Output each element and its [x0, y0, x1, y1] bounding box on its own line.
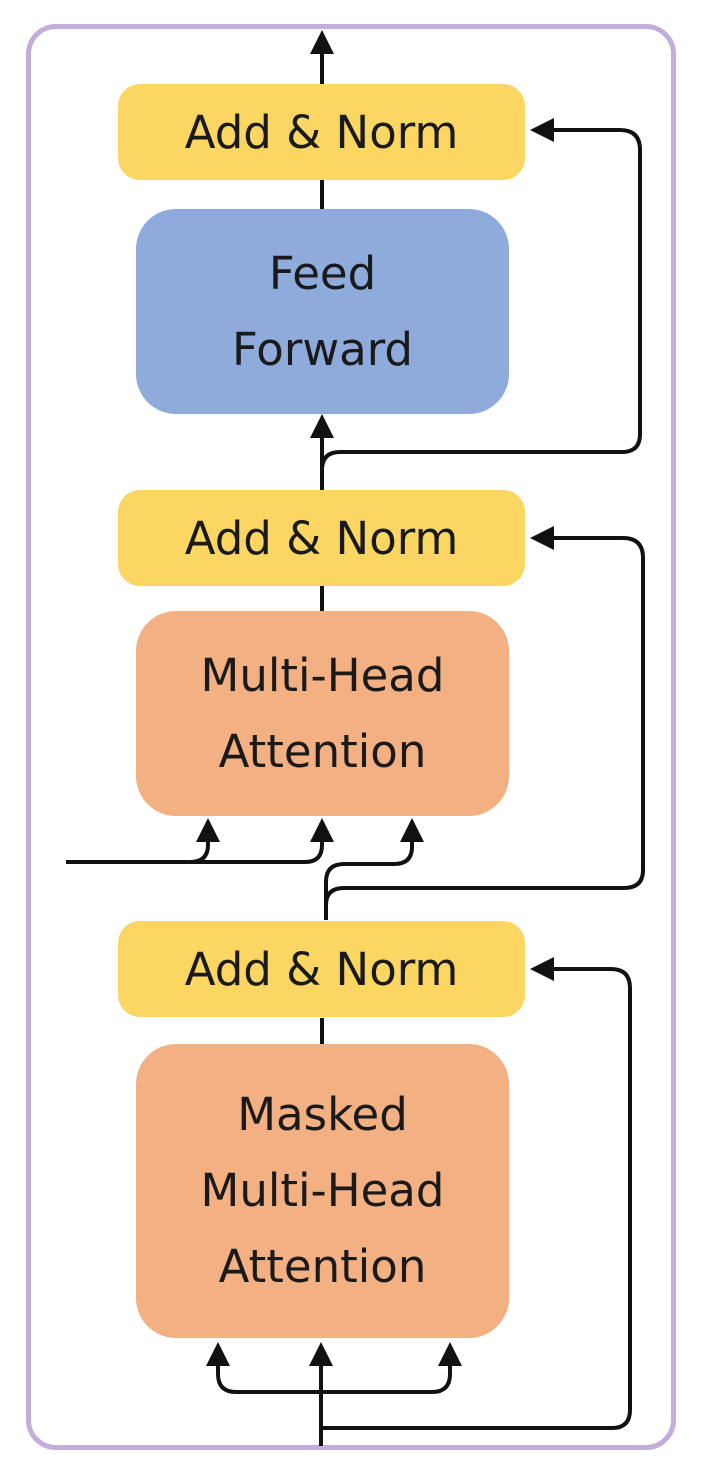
add-norm-middle-label: Add & Norm	[184, 511, 459, 565]
masked-attention-line1: Masked	[237, 1088, 408, 1141]
masked-right-arrow	[321, 1342, 462, 1394]
feed-forward-line1: Feed	[268, 246, 377, 300]
add-norm-top: Add & Norm	[118, 84, 525, 180]
query-arrow	[324, 818, 424, 920]
decoder-layer-frame	[26, 24, 676, 1450]
masked-attention-block: Masked Multi-Head Attention	[136, 1044, 509, 1338]
feed-forward-block: Feed Forward	[136, 209, 509, 414]
encoder-value-arrow	[66, 818, 334, 864]
feed-forward-line2: Forward	[232, 322, 413, 376]
masked-residual-arrow	[321, 957, 632, 1430]
attn-residual-arrow	[324, 526, 645, 920]
cross-attention-line2: Attention	[218, 724, 427, 778]
add-norm-bottom: Add & Norm	[118, 921, 525, 1017]
cross-attention-line1: Multi-Head	[200, 648, 445, 702]
masked-left-arrow	[206, 1342, 321, 1394]
masked-attention-line2: Multi-Head	[200, 1164, 445, 1217]
add-norm-top-label: Add & Norm	[184, 105, 459, 159]
masked-attention-line3: Attention	[218, 1240, 427, 1293]
add-norm-middle: Add & Norm	[118, 490, 525, 586]
ff-residual-arrow	[320, 118, 642, 490]
add-norm-bottom-label: Add & Norm	[184, 942, 459, 996]
cross-attention-block: Multi-Head Attention	[136, 611, 509, 816]
encoder-key-arrow	[66, 818, 220, 864]
